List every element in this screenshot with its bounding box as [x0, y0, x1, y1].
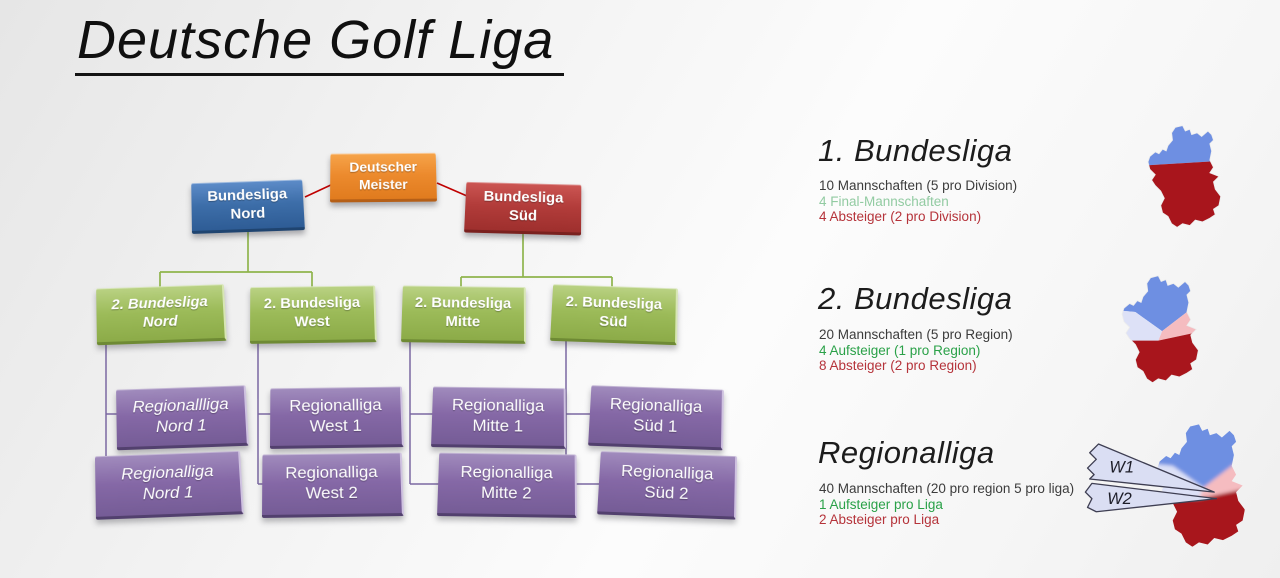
germany-map-1-bundesliga — [1147, 125, 1222, 228]
stat-line-promotion: 4 Aufsteiger (1 pro Region) — [819, 342, 981, 358]
org-box-label: 2. Bundesliga West — [263, 294, 361, 330]
org-box-regionalliga-west-2: Regionalliga West 2 — [261, 452, 404, 518]
org-box-2-bundesliga-sued: 2. Bundesliga Süd — [550, 284, 678, 346]
section-heading-1-bundesliga: 1. Bundesliga — [818, 133, 1013, 168]
stat-line: 20 Mannschaften (5 pro Region) — [819, 327, 1013, 342]
section-heading-2-bundesliga: 2. Bundesliga — [818, 281, 1013, 316]
org-box-regionalliga-west-1: Regionalliga West 1 — [269, 386, 404, 449]
org-box-2-bundesliga-mitte: 2. Bundesliga Mitte — [401, 285, 527, 344]
stat-line-relegation: 2 Absteiger pro Liga — [819, 512, 940, 527]
org-box-label: Bundesliga Süd — [483, 188, 564, 224]
org-box-bundesliga-nord: Bundesliga Nord — [191, 179, 305, 234]
stat-line-promotion: 1 Aufsteiger pro Liga — [819, 496, 943, 512]
org-box-label: Regionallliga Nord 1 — [132, 394, 229, 436]
org-box-label: Regionalliga Mitte 1 — [451, 395, 545, 435]
stat-line: 40 Mannschaften (20 pro region 5 pro lig… — [819, 481, 1075, 496]
stat-line-promotion: 4 Final-Mannschaften — [819, 193, 949, 209]
org-box-label: 2. Bundesliga Süd — [565, 293, 663, 331]
org-box-regionalliga-mitte-1: Regionalliga Mitte 1 — [431, 386, 567, 449]
org-box-label: Regionalliga West 1 — [289, 395, 382, 436]
org-box-label: Regionalliga Nord 1 — [120, 461, 214, 504]
stat-line-relegation: 8 Absteiger (2 pro Region) — [819, 358, 977, 373]
stat-line-relegation: 4 Absteiger (2 pro Division) — [819, 209, 982, 224]
org-box-label: Regionalliga Mitte 2 — [460, 462, 553, 503]
org-box-bundesliga-sued: Bundesliga Süd — [464, 181, 582, 236]
org-box-label: 2. Bundesliga Mitte — [414, 294, 512, 330]
wedge-w2 — [1084, 482, 1218, 513]
stat-line: 10 Mannschaften (5 pro Division) — [819, 178, 1018, 193]
section-heading-regionalliga: Regionalliga — [818, 435, 995, 470]
germany-map-2-bundesliga — [1121, 275, 1199, 384]
org-box-regionalliga-nord-1: Regionallliga Nord 1 — [116, 385, 249, 451]
wedge-label-w1: W1 — [1109, 458, 1134, 476]
org-box-2-bundesliga-west: 2. Bundesliga West — [249, 285, 377, 344]
org-box-label: Deutscher Meister — [349, 159, 418, 192]
org-box-2-bundesliga-nord: 2. Bundesliga Nord — [96, 284, 227, 346]
org-box-label: 2. Bundesliga Nord — [111, 293, 209, 331]
org-box-deutscher-meister: Deutscher Meister — [329, 152, 437, 203]
org-box-regionalliga-sued-1: Regionalliga Süd 1 — [588, 385, 724, 451]
wedge-w1 — [1086, 443, 1215, 493]
section-body-regionalliga: 40 Mannschaften (20 pro region 5 pro lig… — [819, 481, 1074, 528]
section-body-2-bundesliga: 20 Mannschaften (5 pro Region) 4 Aufstei… — [819, 327, 1013, 374]
germany-map-regionalliga: W1 W2 — [1084, 424, 1245, 547]
org-box-regionalliga-nord-2: Regionalliga Nord 1 — [94, 450, 244, 520]
org-box-label: Bundesliga Nord — [207, 185, 288, 223]
wedge-label-w2: W2 — [1107, 490, 1132, 508]
org-box-label: Regionalliga Süd 1 — [609, 394, 703, 436]
org-box-regionalliga-sued-2: Regionalliga Süd 2 — [597, 451, 738, 520]
org-box-label: Regionalliga Süd 2 — [620, 461, 714, 503]
page-title: Deutsche Golf Liga — [75, 12, 565, 76]
org-box-regionalliga-mitte-2: Regionalliga Mitte 2 — [437, 452, 578, 518]
org-box-label: Regionalliga West 2 — [285, 462, 378, 503]
section-body-1-bundesliga: 10 Mannschaften (5 pro Division) 4 Final… — [819, 178, 1017, 225]
